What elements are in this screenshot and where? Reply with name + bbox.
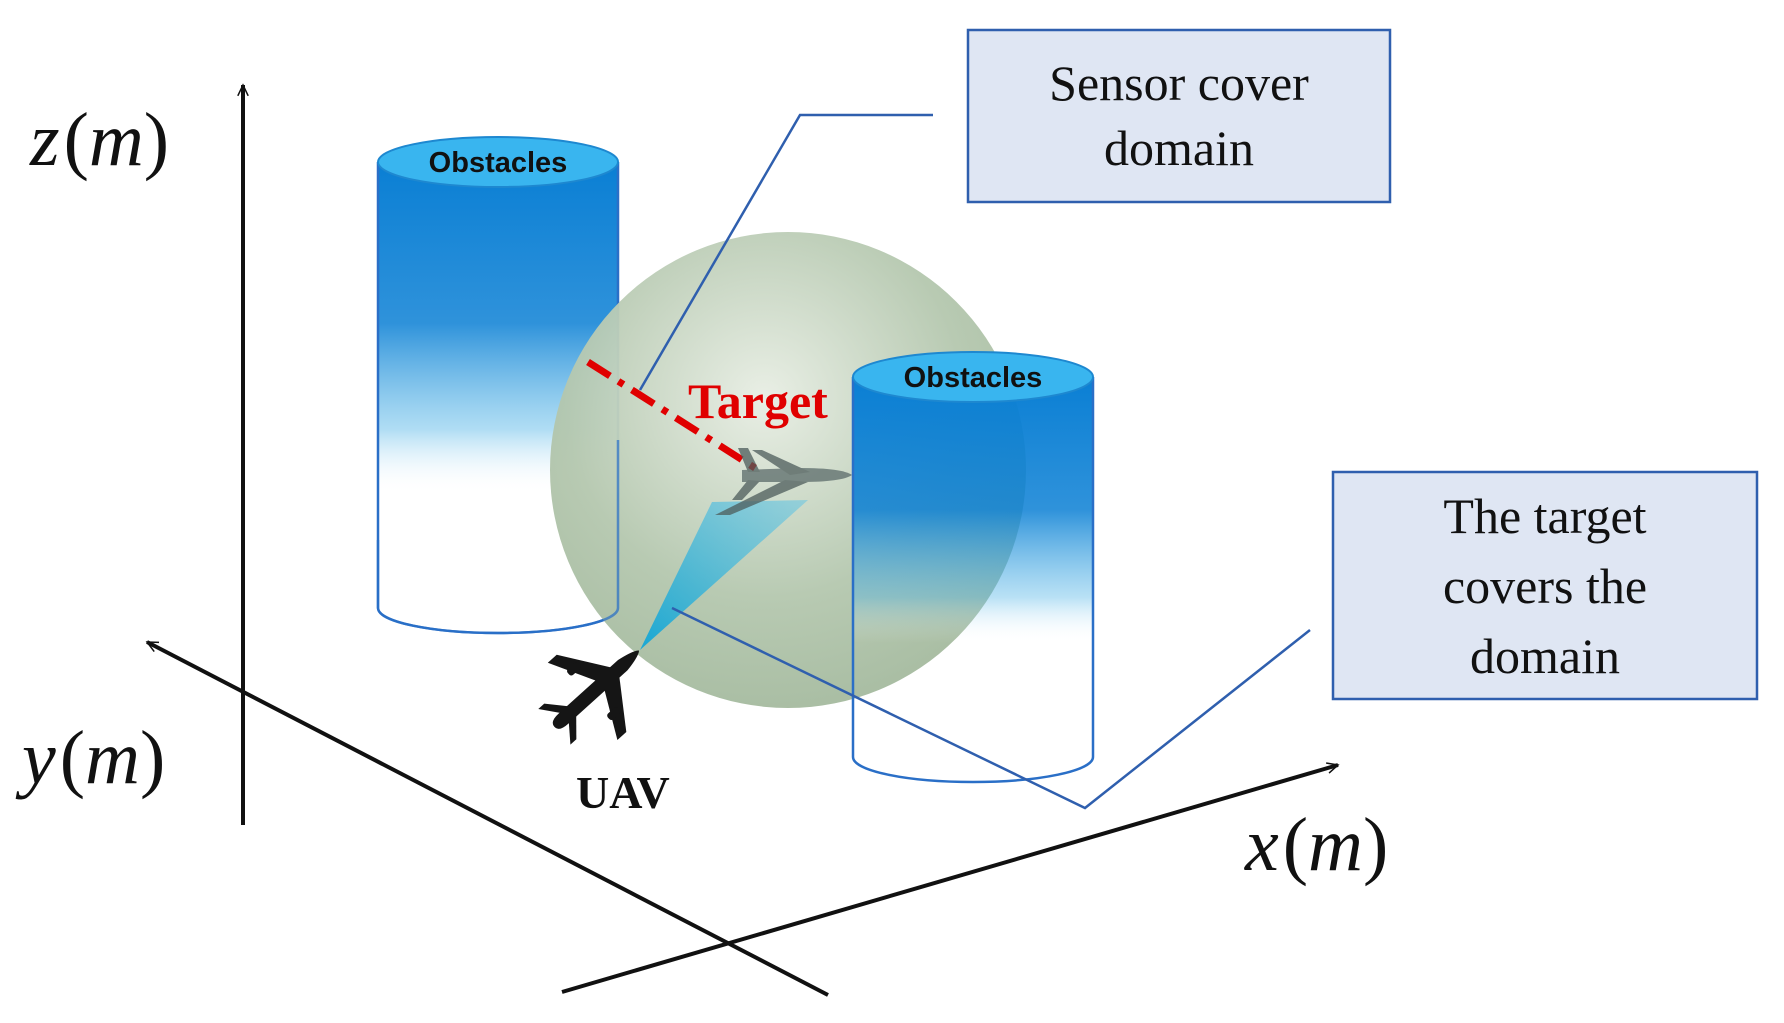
target-label: Target <box>688 373 828 429</box>
x-axis <box>561 765 1338 994</box>
target-aircraft-icon <box>715 448 852 515</box>
target-cover-callout-leader <box>671 606 1311 810</box>
uav-airplane-icon <box>538 650 640 745</box>
obstacle-cylinder-right: Obstacles <box>851 351 1095 784</box>
target-cover-callout: The target covers the domain <box>1331 470 1759 701</box>
obstacle-left-outline <box>376 440 620 635</box>
sensor-cover-callout: Sensor cover domain <box>966 28 1392 204</box>
obstacle-right-top <box>852 351 1094 403</box>
target-path <box>586 359 757 471</box>
z-axis-unit: m <box>89 98 144 182</box>
obstacle-left-top <box>377 136 619 188</box>
target-cover-callout-line-3: domain <box>1470 628 1620 684</box>
x-axis-letter: x <box>1244 803 1279 887</box>
y-axis-letter: y <box>15 716 56 800</box>
z-axis-label: z(m) <box>29 98 169 182</box>
x-axis-unit: m <box>1308 803 1363 887</box>
target-cover-callout-line-1: The target <box>1443 488 1646 544</box>
sensor-callout-leader <box>638 113 933 391</box>
x-axis-label: x(m) <box>1244 803 1388 887</box>
y-axis <box>147 640 829 997</box>
y-axis-unit: m <box>85 716 140 800</box>
uav-label: UAV <box>576 767 670 818</box>
obstacle-left-label: Obstacles <box>429 147 568 179</box>
target-cover-callout-line-2: covers the <box>1443 558 1647 614</box>
z-axis-letter: z <box>29 98 60 182</box>
obstacle-right-label: Obstacles <box>904 362 1043 394</box>
sensor-callout-line-1: Sensor cover <box>1049 55 1309 111</box>
y-axis-label: y(m) <box>15 716 165 800</box>
sensor-callout-line-2: domain <box>1104 120 1254 176</box>
